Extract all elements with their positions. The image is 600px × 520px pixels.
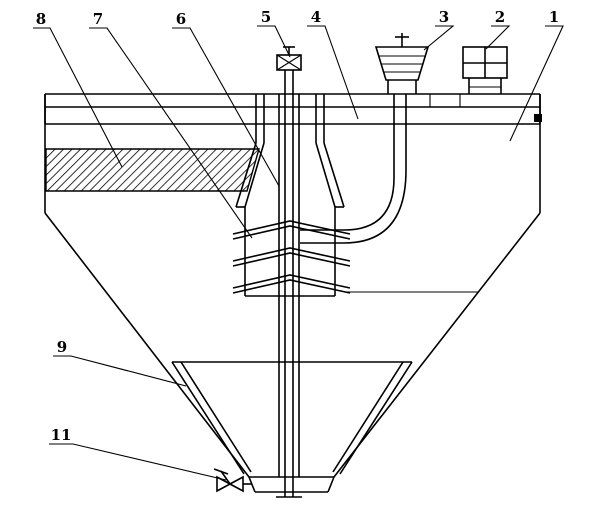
valve-bowtie bbox=[216, 475, 244, 493]
label-1: 1 bbox=[509, 8, 564, 142]
label-8-text: 8 bbox=[36, 10, 46, 28]
baffle-plates bbox=[232, 220, 351, 294]
label-5-text: 5 bbox=[261, 8, 271, 26]
center-shaft bbox=[276, 46, 302, 498]
label-9: 9 bbox=[53, 338, 187, 387]
label-4: 4 bbox=[307, 8, 359, 120]
label-6: 6 bbox=[172, 10, 280, 187]
label-8: 8 bbox=[33, 10, 123, 168]
leader-11 bbox=[49, 443, 227, 481]
label-9-text: 9 bbox=[57, 338, 67, 356]
label-1-text: 1 bbox=[549, 8, 559, 26]
leader-5 bbox=[257, 25, 291, 58]
feed-box bbox=[462, 46, 508, 94]
leader-2 bbox=[485, 25, 511, 50]
feed-pipe bbox=[300, 94, 407, 244]
leader-1 bbox=[509, 25, 564, 142]
label-3: 3 bbox=[423, 8, 455, 51]
label-2-text: 2 bbox=[495, 8, 505, 26]
inner-cone bbox=[171, 361, 413, 475]
label-6-text: 6 bbox=[176, 10, 186, 28]
valve-handle bbox=[213, 468, 229, 475]
level-mark bbox=[534, 114, 542, 122]
label-5: 5 bbox=[257, 8, 291, 58]
discharge-valve bbox=[213, 468, 252, 493]
inclined-plates bbox=[45, 148, 260, 192]
feedwell bbox=[235, 94, 345, 297]
label-7-text: 7 bbox=[93, 10, 103, 28]
leader-6 bbox=[172, 27, 280, 187]
label-11-text: 11 bbox=[51, 426, 72, 444]
label-7: 7 bbox=[89, 10, 253, 239]
leader-4 bbox=[307, 25, 359, 120]
leader-9 bbox=[53, 355, 187, 387]
reference-labels: 8 7 6 5 4 3 2 1 bbox=[33, 8, 564, 481]
label-11: 11 bbox=[49, 426, 227, 481]
drive-unit bbox=[374, 33, 430, 94]
label-4-text: 4 bbox=[311, 8, 321, 26]
label-2: 2 bbox=[485, 8, 511, 50]
leader-3 bbox=[423, 25, 455, 51]
valve-stem bbox=[220, 470, 231, 485]
label-3-text: 3 bbox=[439, 8, 449, 26]
leader-7 bbox=[89, 27, 253, 239]
leader-8 bbox=[33, 27, 123, 168]
